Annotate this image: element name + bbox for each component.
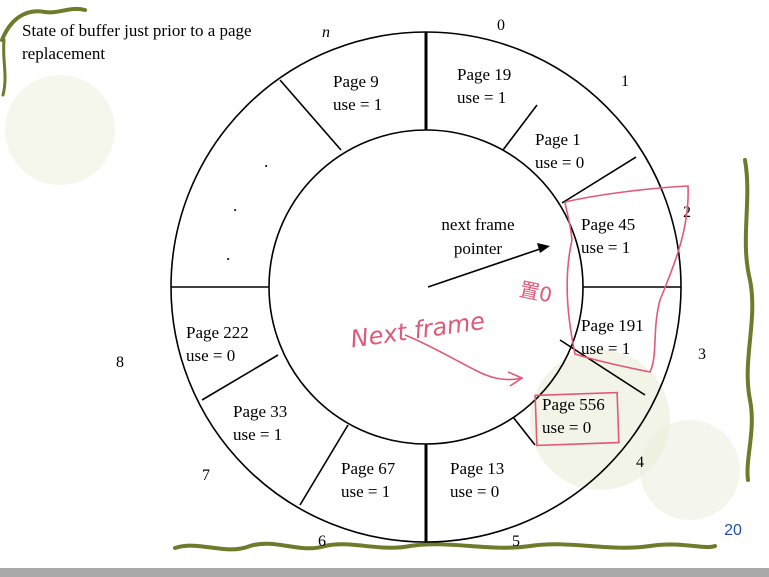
- frame-index-5: 5: [512, 533, 520, 550]
- pointer-label-line1: next frame: [441, 215, 514, 234]
- ellipsis-dot: .: [233, 196, 237, 215]
- frame-use: use = 1: [581, 238, 630, 257]
- frame-8: Page 222 use = 0: [186, 323, 249, 365]
- frame-page: Page 45: [581, 215, 635, 234]
- highlight-frame-2-3: [564, 185, 689, 373]
- frame-page: Page 1: [535, 130, 581, 149]
- frame-index-7: 7: [202, 467, 210, 484]
- frame-page: Page 191: [581, 316, 644, 335]
- frame-use: use = 1: [341, 482, 390, 501]
- frame-index-6: 6: [318, 533, 326, 550]
- frame-index-0: 0: [497, 17, 505, 34]
- divider-6-7: [299, 424, 349, 506]
- highlight-frame-4: [534, 391, 620, 447]
- frame-index-3: 3: [698, 346, 706, 363]
- frame-index-8: 8: [116, 354, 124, 371]
- frame-page: Page 222: [186, 323, 249, 342]
- frame-page: Page 19: [457, 65, 511, 84]
- frame-5: Page 13 use = 0: [450, 459, 504, 501]
- frame-7: Page 33 use = 1: [233, 402, 287, 444]
- frame-use: use = 0: [186, 346, 235, 365]
- frame-page: Page 556: [542, 395, 605, 414]
- divider-1-2: [561, 156, 637, 204]
- caption: State of buffer just prior to a page rep…: [22, 21, 252, 63]
- frame-page: Page 13: [450, 459, 504, 478]
- frame-4: Page 556 use = 0: [542, 395, 605, 437]
- frame-index-1: 1: [621, 73, 629, 90]
- frame-page: Page 67: [341, 459, 396, 478]
- frame-use: use = 1: [457, 88, 506, 107]
- divider-7-8: [201, 354, 279, 401]
- frame-0: Page 19 use = 1: [457, 65, 511, 107]
- frame-2: Page 45 use = 1: [581, 215, 635, 257]
- bottom-bar: [0, 568, 769, 577]
- frame-use: use = 1: [233, 425, 282, 444]
- chinese-annotation: 置0: [517, 277, 554, 307]
- next-frame-annotation: Next frame: [349, 307, 487, 354]
- pointer-arrowhead: [537, 243, 550, 253]
- divider-9-n: [279, 79, 342, 151]
- frame-3: Page 191 use = 1: [581, 316, 644, 358]
- frame-6: Page 67 use = 1: [341, 459, 396, 501]
- frame-page: Page 33: [233, 402, 287, 421]
- divider-0-1: [502, 104, 538, 151]
- frame-index-n: n: [322, 24, 330, 41]
- handwritten-arrow: [404, 334, 523, 381]
- frame-page: Page 9: [333, 72, 379, 91]
- slide-number: 20: [724, 522, 742, 539]
- handwritten-arrowhead: [507, 371, 524, 387]
- frame-use: use = 1: [581, 339, 630, 358]
- ellipsis-dot: .: [264, 152, 268, 171]
- next-frame-pointer: [427, 248, 541, 288]
- frame-9: Page 9 use = 1: [333, 72, 382, 114]
- frame-use: use = 0: [542, 418, 591, 437]
- frame-use: use = 0: [535, 153, 584, 172]
- ellipsis-dot: .: [226, 245, 230, 264]
- frame-index-4: 4: [636, 454, 644, 471]
- frame-use: use = 1: [333, 95, 382, 114]
- pointer-label-line2: pointer: [454, 239, 502, 258]
- divider-4-5: [512, 416, 536, 446]
- frame-1: Page 1 use = 0: [535, 130, 584, 172]
- frame-use: use = 0: [450, 482, 499, 501]
